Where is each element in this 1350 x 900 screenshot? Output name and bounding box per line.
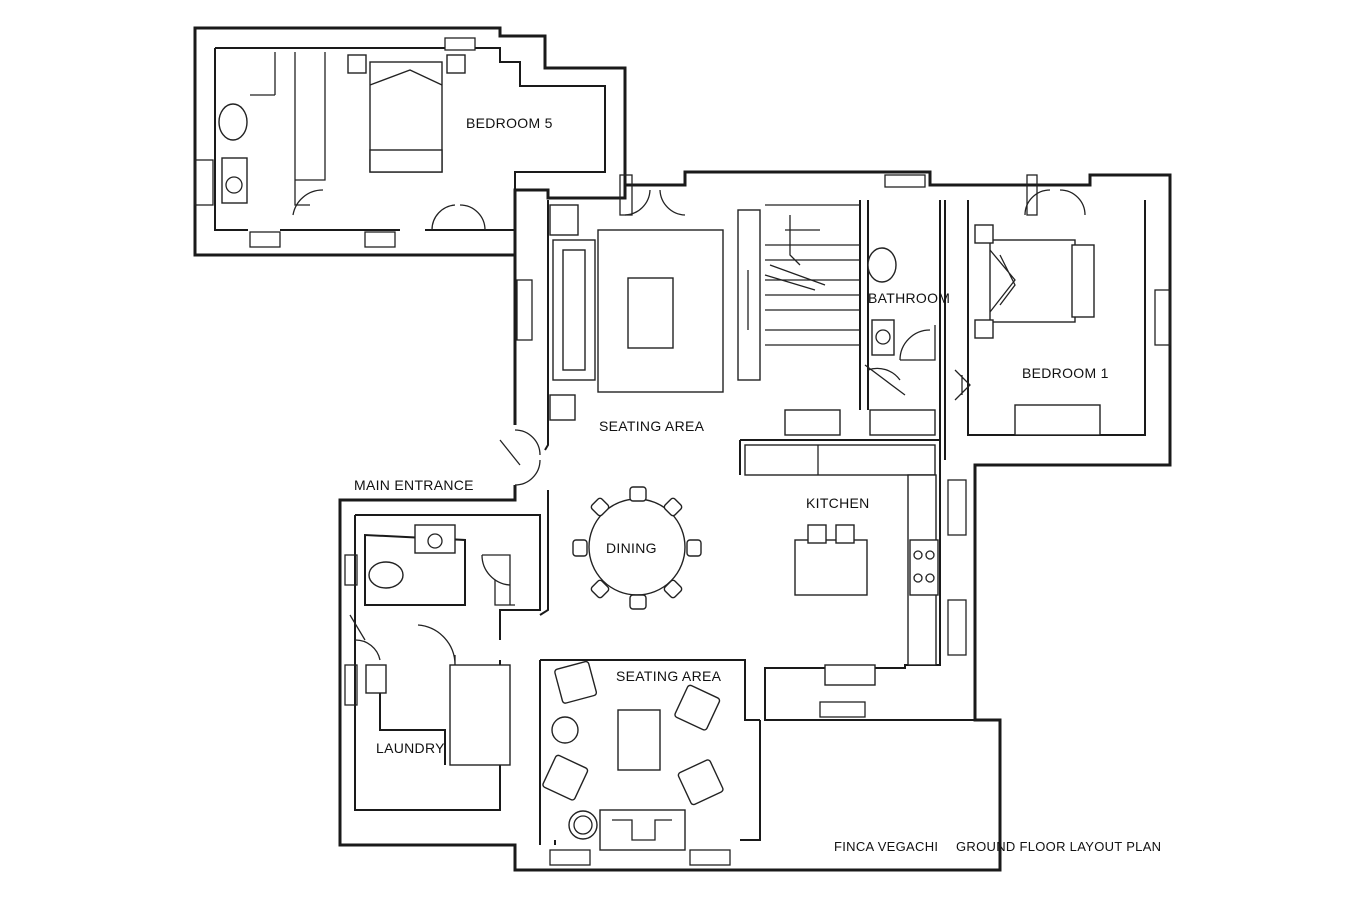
seating-area-bottom	[542, 660, 724, 851]
label-dining: DINING	[606, 540, 657, 556]
plan-title-name: FINCA VEGACHI	[834, 839, 938, 854]
label-kitchen: KITCHEN	[806, 495, 870, 511]
kitchen	[744, 444, 939, 686]
label-main-entrance: MAIN ENTRANCE	[354, 477, 474, 493]
label-seating-area-top: SEATING AREA	[599, 418, 705, 434]
label-bedroom-1: BEDROOM 1	[1022, 365, 1109, 381]
bedroom-5-wing	[193, 26, 627, 257]
bedroom-1	[954, 189, 1101, 436]
label-seating-area-bottom: SEATING AREA	[616, 668, 722, 684]
label-laundry: LAUNDRY	[376, 740, 445, 756]
bathroom	[864, 247, 936, 436]
dining-table	[572, 486, 702, 610]
plan-title-subtitle: GROUND FLOOR LAYOUT PLAN	[956, 839, 1161, 854]
staircase	[764, 204, 860, 436]
label-bathroom: BATHROOM	[868, 290, 950, 306]
wc-and-laundry	[349, 524, 515, 766]
entrance-door	[499, 429, 541, 486]
label-bedroom-5: BEDROOM 5	[466, 115, 553, 131]
seating-area-top	[549, 189, 761, 421]
